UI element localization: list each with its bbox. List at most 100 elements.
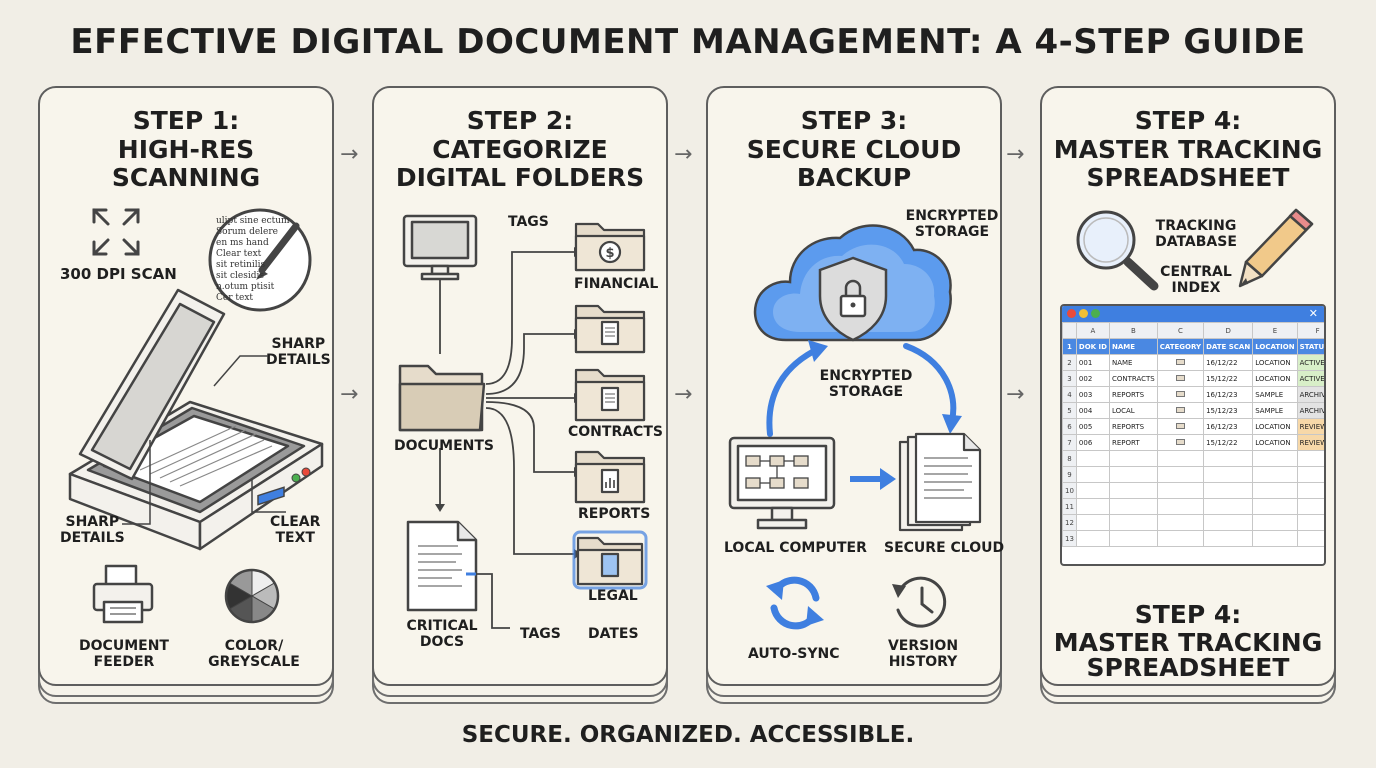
cell[interactable] xyxy=(1203,530,1254,547)
close-icon[interactable]: ✕ xyxy=(1308,307,1318,320)
cell[interactable] xyxy=(1252,498,1298,515)
cell[interactable] xyxy=(1075,498,1110,515)
cell[interactable]: 16/12/23 xyxy=(1203,418,1254,435)
step-2-label: STEP 2: xyxy=(466,106,574,135)
cell[interactable] xyxy=(1203,450,1254,467)
cell[interactable] xyxy=(1252,450,1298,467)
cell[interactable] xyxy=(1296,514,1324,531)
cell[interactable] xyxy=(1156,466,1205,483)
cell[interactable] xyxy=(1156,434,1205,451)
column-header[interactable]: B xyxy=(1108,322,1158,339)
header-cell[interactable]: DOK ID xyxy=(1075,338,1110,355)
cell[interactable] xyxy=(1156,514,1205,531)
cell[interactable]: 004 xyxy=(1075,402,1110,419)
cell[interactable]: SAMPLE xyxy=(1252,402,1298,419)
cell[interactable]: LOCAL xyxy=(1108,402,1158,419)
cell[interactable]: 002 xyxy=(1075,370,1110,387)
cell[interactable]: LOCATION xyxy=(1252,434,1298,451)
cell[interactable]: 15/12/22 xyxy=(1203,434,1254,451)
column-header[interactable]: E xyxy=(1252,322,1298,339)
cell[interactable] xyxy=(1108,450,1158,467)
column-header[interactable]: A xyxy=(1075,322,1110,339)
status-cell[interactable]: ACTIVE xyxy=(1296,370,1324,387)
cell[interactable]: 003 xyxy=(1075,386,1110,403)
status-cell[interactable]: ACTIVE xyxy=(1296,354,1324,371)
cell[interactable] xyxy=(1075,466,1110,483)
scanner-icon xyxy=(68,288,324,551)
header-cell[interactable]: STATUS xyxy=(1296,338,1324,355)
cell[interactable] xyxy=(1108,466,1158,483)
cell[interactable] xyxy=(1203,498,1254,515)
cell[interactable] xyxy=(1156,386,1205,403)
arrow-right-icon: → xyxy=(674,382,693,407)
cell[interactable]: SAMPLE xyxy=(1252,386,1298,403)
column-header[interactable]: C xyxy=(1156,322,1205,339)
contracts-folder-icon xyxy=(574,368,646,422)
cell[interactable]: 006 xyxy=(1075,434,1110,451)
cell[interactable]: REPORTS xyxy=(1108,386,1158,403)
cell[interactable] xyxy=(1156,370,1205,387)
folder-icon xyxy=(1175,438,1185,445)
tracking-line2: DATABASE xyxy=(1155,234,1237,250)
status-cell[interactable]: ARCHIVED xyxy=(1296,386,1324,403)
column-header[interactable]: D xyxy=(1203,322,1254,339)
cell[interactable] xyxy=(1108,530,1158,547)
critical-line1: CRITICAL xyxy=(406,618,478,634)
cell[interactable] xyxy=(1203,514,1254,531)
cell[interactable] xyxy=(1156,530,1205,547)
cell[interactable] xyxy=(1156,498,1205,515)
status-cell[interactable]: REVIEW xyxy=(1296,418,1324,435)
cell[interactable]: 15/12/22 xyxy=(1203,370,1254,387)
arrow-right-icon: → xyxy=(1006,142,1025,167)
cell[interactable]: CONTRACTS xyxy=(1108,370,1158,387)
cell[interactable] xyxy=(1203,466,1254,483)
cell[interactable]: 16/12/22 xyxy=(1203,354,1254,371)
cell[interactable] xyxy=(1252,466,1298,483)
cell[interactable] xyxy=(1156,482,1205,499)
critical-document-icon xyxy=(406,520,478,612)
cell[interactable]: 005 xyxy=(1075,418,1110,435)
cell[interactable] xyxy=(1156,450,1205,467)
cell[interactable] xyxy=(1108,514,1158,531)
cell[interactable]: REPORT xyxy=(1108,434,1158,451)
cell[interactable] xyxy=(1296,466,1324,483)
header-cell[interactable]: LOCATION xyxy=(1252,338,1298,355)
cell[interactable] xyxy=(1156,354,1205,371)
status-cell[interactable]: REVIEW xyxy=(1296,434,1324,451)
history-clock-icon xyxy=(892,576,947,628)
header-cell[interactable]: CATEGORY xyxy=(1156,338,1205,355)
header-cell[interactable]: NAME xyxy=(1108,338,1158,355)
close-dot-icon[interactable] xyxy=(1067,309,1076,318)
status-cell[interactable]: ARCHIVED xyxy=(1296,402,1324,419)
cell[interactable] xyxy=(1075,514,1110,531)
cell[interactable] xyxy=(1156,418,1205,435)
cell[interactable] xyxy=(1296,482,1324,499)
cell[interactable] xyxy=(1108,482,1158,499)
cell[interactable]: NAME xyxy=(1108,354,1158,371)
cell[interactable]: 15/12/23 xyxy=(1203,402,1254,419)
cell[interactable] xyxy=(1296,530,1324,547)
cell[interactable] xyxy=(1075,530,1110,547)
cell[interactable] xyxy=(1156,402,1205,419)
column-header[interactable]: F xyxy=(1296,322,1324,339)
cell[interactable] xyxy=(1108,498,1158,515)
row-number: 12 xyxy=(1062,514,1077,531)
cell[interactable]: LOCATION xyxy=(1252,418,1298,435)
cell[interactable] xyxy=(1075,482,1110,499)
maximize-dot-icon[interactable] xyxy=(1091,309,1100,318)
cell[interactable]: 16/12/23 xyxy=(1203,386,1254,403)
cell[interactable] xyxy=(1296,498,1324,515)
cell[interactable]: REPORTS xyxy=(1108,418,1158,435)
cell[interactable] xyxy=(1296,450,1324,467)
main-title: EFFECTIVE DIGITAL DOCUMENT MANAGEMENT: A… xyxy=(70,22,1306,62)
minimize-dot-icon[interactable] xyxy=(1079,309,1088,318)
cell[interactable] xyxy=(1252,514,1298,531)
cell[interactable] xyxy=(1075,450,1110,467)
cell[interactable] xyxy=(1203,482,1254,499)
cell[interactable] xyxy=(1252,482,1298,499)
cell[interactable]: LOCATION xyxy=(1252,354,1298,371)
header-cell[interactable]: DATE SCAN xyxy=(1203,338,1254,355)
cell[interactable]: LOCATION xyxy=(1252,370,1298,387)
cell[interactable] xyxy=(1252,530,1298,547)
cell[interactable]: 001 xyxy=(1075,354,1110,371)
